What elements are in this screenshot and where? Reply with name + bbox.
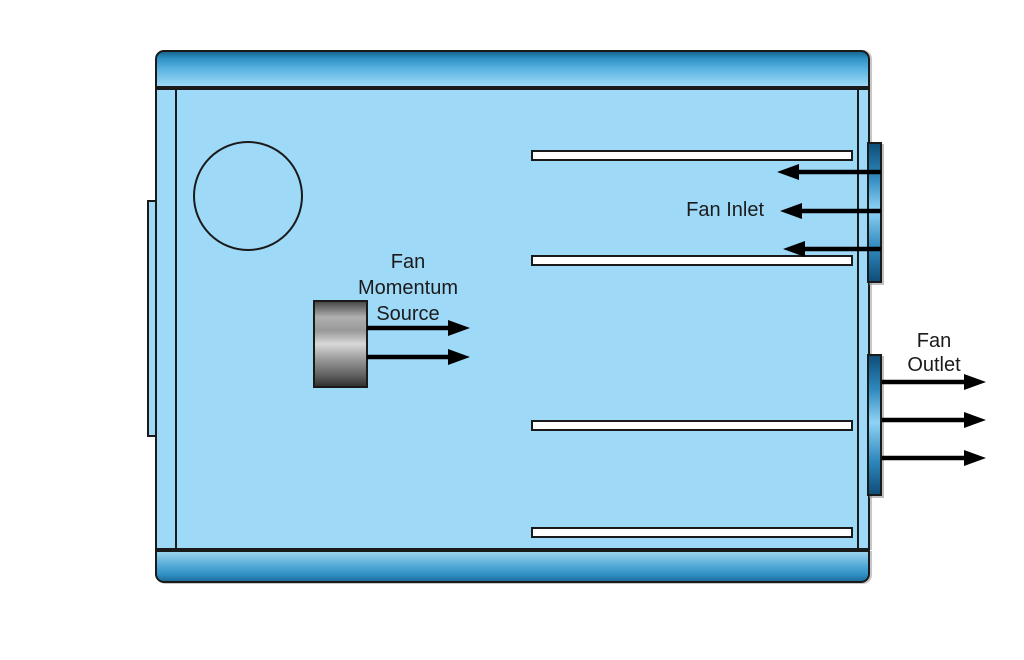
fan-momentum-source-cylinder bbox=[313, 300, 368, 388]
fan-inlet-label: Fan Inlet bbox=[686, 199, 764, 221]
fan-outlet-label-line2: Outlet bbox=[907, 354, 961, 376]
fan-momentum-source-label: Fan Momentum Source bbox=[340, 249, 476, 327]
fan-outlet-label-line1: Fan bbox=[916, 330, 952, 352]
fan-outlet-arrow-2 bbox=[882, 412, 986, 428]
fan-inlet-duct bbox=[867, 142, 882, 283]
fan-outlet-duct bbox=[867, 354, 882, 496]
vent-slot-2 bbox=[531, 255, 853, 266]
fan-outlet-arrow-3 bbox=[882, 450, 986, 466]
vent-slot-4 bbox=[531, 527, 853, 538]
circular-opening bbox=[193, 141, 303, 251]
fan-momentum-source-label-line2: Momentum bbox=[357, 277, 459, 299]
fan-momentum-source-label-line1: Fan bbox=[390, 251, 426, 273]
vent-slot-1 bbox=[531, 150, 853, 161]
vent-slot-3 bbox=[531, 420, 853, 431]
right-inner-wall-line bbox=[857, 90, 859, 548]
left-inner-wall-line bbox=[175, 90, 177, 548]
enclosure-top-band bbox=[155, 50, 870, 88]
fan-outlet-label: Fan Outlet bbox=[883, 329, 985, 377]
enclosure-bottom-band bbox=[155, 550, 870, 583]
fan-momentum-source-label-line3: Source bbox=[376, 303, 440, 325]
